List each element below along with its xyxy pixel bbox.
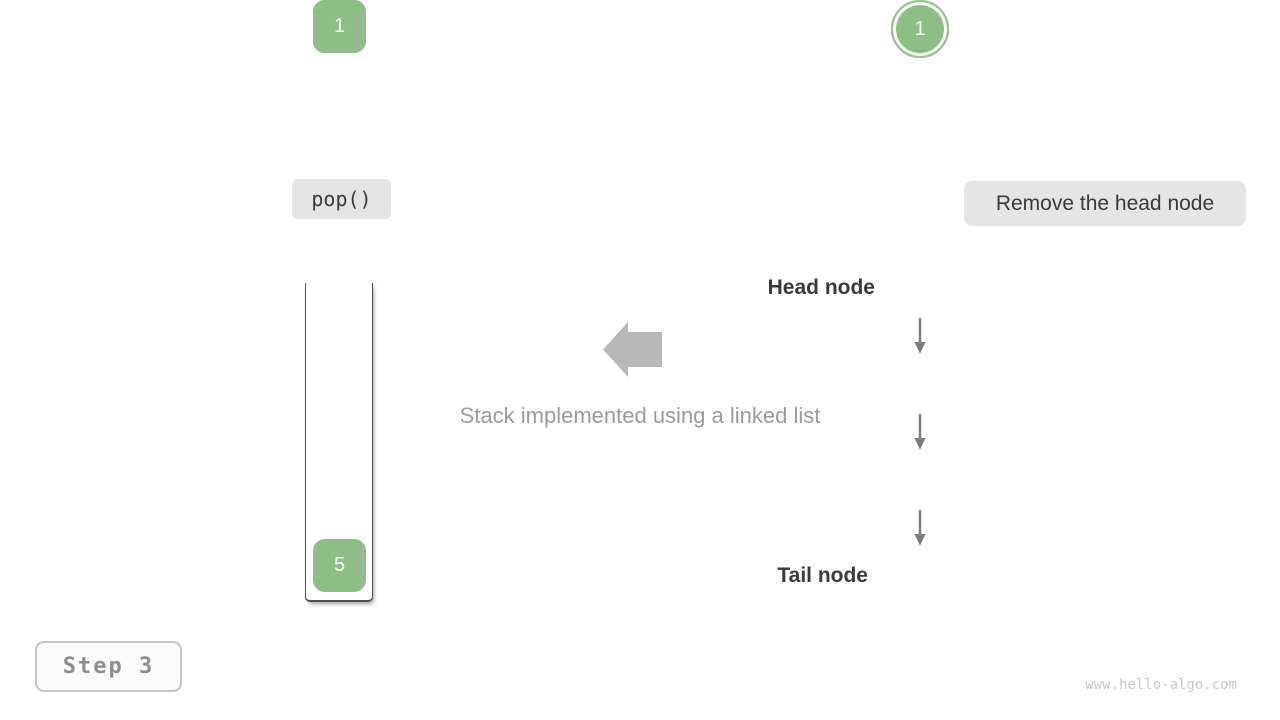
stack-item: 1 xyxy=(313,0,366,53)
stack-item: 5 xyxy=(313,539,366,592)
step-badge: Step 3 xyxy=(35,641,182,692)
linked-list-node: 1 xyxy=(891,0,949,58)
head-node-label: Head node xyxy=(767,276,875,299)
arrow-down-icon xyxy=(914,510,926,546)
arrow-down-icon xyxy=(914,414,926,450)
operation-description-text: Remove the head node xyxy=(995,191,1215,215)
operation-description-label: Remove the head node xyxy=(964,181,1246,226)
pop-operation-text: pop() xyxy=(311,187,372,211)
step-badge-text: Step 3 xyxy=(62,654,155,679)
arrow-down-icon xyxy=(914,318,926,354)
pop-operation-label: pop() xyxy=(292,179,391,219)
watermark-text: www.hello-algo.com xyxy=(1085,677,1237,693)
caption-text: Stack implemented using a linked list xyxy=(459,403,821,428)
tail-node-label: Tail node xyxy=(777,564,868,587)
left-arrow-icon xyxy=(603,322,662,377)
